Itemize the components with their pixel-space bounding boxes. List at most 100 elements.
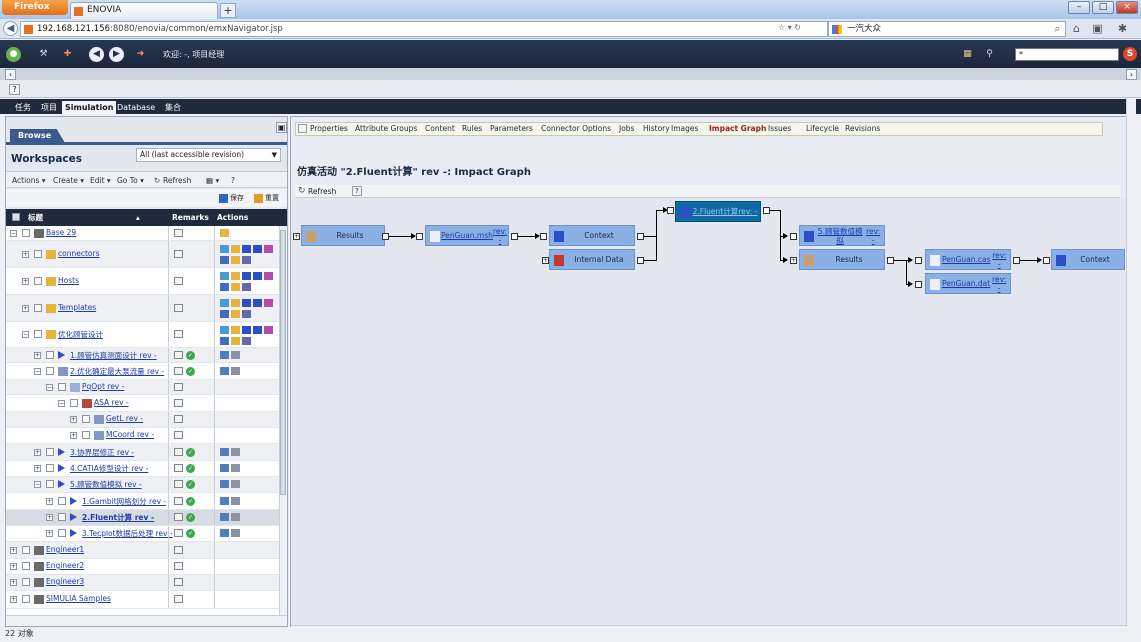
tree-row[interactable]: +2.Fluent计算 rev -✓ [6, 510, 279, 526]
forward-circle-icon[interactable]: ▶ [109, 47, 124, 62]
image-icon[interactable] [174, 399, 183, 407]
edit-menu[interactable]: Edit ▾ [90, 176, 111, 185]
row-checkbox[interactable] [58, 383, 66, 391]
collapse-icon[interactable]: − [46, 384, 53, 391]
connector-port[interactable] [1043, 257, 1050, 264]
search-icon[interactable] [220, 480, 229, 488]
connector-port[interactable] [382, 233, 389, 240]
row-label[interactable]: Base 29 [46, 228, 77, 237]
search-icon[interactable] [220, 529, 229, 537]
connector-port[interactable] [511, 233, 518, 240]
row-checkbox[interactable] [46, 480, 54, 488]
connector-port[interactable] [416, 233, 423, 240]
image-icon[interactable] [174, 562, 183, 570]
tab-database[interactable]: Database [117, 103, 156, 112]
back-circle-icon[interactable]: ◀ [89, 47, 104, 62]
expand-port-icon[interactable]: + [293, 233, 300, 240]
connector-port[interactable] [1013, 257, 1020, 264]
folder-icon[interactable] [220, 229, 229, 237]
folder-icon[interactable] [231, 326, 240, 334]
row-label[interactable]: ASA rev - [94, 398, 129, 407]
tab-revisions[interactable]: Revisions [845, 124, 881, 133]
row-checkbox[interactable] [82, 415, 90, 423]
url-bar[interactable]: 192.168.121.156:8080/enovia/common/emxNa… [20, 21, 828, 37]
home-globe-icon[interactable]: ● [6, 47, 21, 62]
document-icon[interactable] [264, 299, 273, 307]
tab-rules[interactable]: Rules [462, 124, 483, 133]
row-label[interactable]: connectors [58, 249, 100, 258]
expand-icon[interactable]: + [34, 352, 41, 359]
folder-icon[interactable] [231, 299, 240, 307]
binoculars-icon[interactable]: ⚲ [986, 49, 993, 59]
connector-port[interactable] [763, 207, 770, 214]
search-icon[interactable] [220, 448, 229, 456]
collapse-left-icon[interactable]: ‹ [5, 69, 16, 80]
collapse-icon[interactable]: − [34, 481, 41, 488]
expand-icon[interactable]: + [10, 547, 17, 554]
document-icon[interactable] [264, 326, 273, 334]
tree-row[interactable]: +Hosts [6, 268, 279, 295]
run-icon[interactable] [253, 272, 262, 280]
actions-column-header[interactable]: Actions [217, 213, 249, 222]
row-checkbox[interactable] [46, 464, 54, 472]
tree-scroll-thumb[interactable] [280, 230, 286, 495]
tree-row[interactable]: + Engineer2 [6, 559, 279, 575]
report-icon[interactable] [231, 448, 240, 456]
image-icon[interactable] [174, 250, 183, 258]
expand-icon[interactable]: + [46, 530, 53, 537]
row-label[interactable]: 3.协界层修正 rev - [70, 448, 135, 457]
expand-icon[interactable]: + [10, 596, 17, 603]
tab-issues[interactable]: Issues [768, 124, 792, 133]
row-checkbox[interactable] [82, 431, 90, 439]
title-column-header[interactable]: 标题 [28, 213, 43, 222]
tree-row[interactable]: +Templates [6, 295, 279, 322]
folder-icon[interactable] [231, 256, 240, 264]
tab-history[interactable]: History [643, 124, 670, 133]
image-icon[interactable] [174, 513, 183, 521]
collapse-right-icon[interactable]: › [1126, 69, 1137, 80]
results-node-2[interactable]: Results [799, 249, 885, 270]
goto-menu[interactable]: Go To ▾ [117, 176, 144, 185]
row-label[interactable]: Engineer2 [46, 561, 85, 570]
row-checkbox[interactable] [34, 304, 42, 312]
tab-collections[interactable]: 集合 [165, 103, 181, 112]
enovia-search-input[interactable]: * [1015, 48, 1119, 61]
tree-row[interactable]: +GetL rev - [6, 412, 279, 428]
close-window-button[interactable]: × [1116, 1, 1138, 14]
expand-icon[interactable]: + [46, 514, 53, 521]
image-icon[interactable] [174, 367, 183, 375]
tree-row[interactable]: +MCoord rev - [6, 428, 279, 444]
expand-icon[interactable]: + [10, 579, 17, 586]
tree-row[interactable]: +3.Tecplot数据后处理 rev -✓ [6, 526, 279, 542]
expand-icon[interactable]: + [10, 563, 17, 570]
tree-row[interactable]: −优化顾管设计 [6, 322, 279, 348]
select-all-checkbox[interactable] [12, 213, 20, 221]
image-icon[interactable] [174, 595, 183, 603]
row-label[interactable]: Engineer1 [46, 545, 85, 554]
connector-port[interactable] [540, 233, 547, 240]
image-icon[interactable] [174, 529, 183, 537]
row-label[interactable]: 1.Gambit网格划分 rev - [82, 497, 167, 506]
row-label[interactable]: 4.CATIA修型设计 rev - [70, 464, 149, 473]
new-tab-button[interactable]: + [220, 3, 236, 18]
image-icon[interactable] [174, 330, 183, 338]
activity-icon[interactable] [242, 245, 251, 253]
graph-refresh-button[interactable]: Refresh [308, 187, 337, 196]
row-label[interactable]: PqOpt rev - [82, 382, 125, 391]
actions-menu[interactable]: Actions ▾ [12, 176, 46, 185]
minimize-button[interactable]: – [1068, 1, 1090, 14]
addons-icon[interactable]: ✱ [1117, 22, 1128, 35]
context-node-2[interactable]: Context [1051, 249, 1125, 270]
expand-icon[interactable]: + [46, 498, 53, 505]
firefox-menu-button[interactable]: Firefox [2, 0, 68, 15]
row-label[interactable]: 1.顾管仿真测面设计 rev - [70, 351, 157, 360]
row-checkbox[interactable] [34, 330, 42, 338]
tree-row[interactable]: +1.顾管仿真测面设计 rev -✓ [6, 348, 279, 363]
refresh-icon[interactable]: ↻ [298, 186, 306, 196]
share-icon[interactable] [242, 256, 251, 264]
back-arrow-icon[interactable]: ◀ [3, 21, 18, 36]
row-checkbox[interactable] [22, 595, 30, 603]
graph-horizontal-scrollbar[interactable] [291, 625, 1135, 635]
